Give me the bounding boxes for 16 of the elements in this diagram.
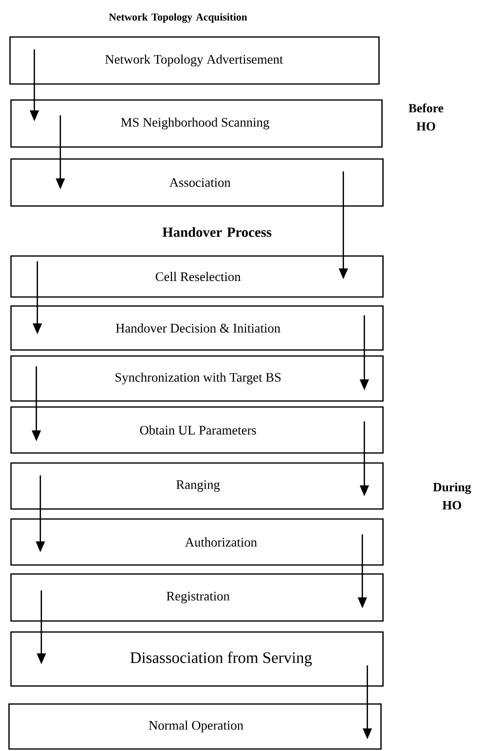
phase-label: During HO	[433, 482, 471, 510]
process-box: Disassociation from Serving	[10, 631, 384, 687]
process-box: MS Neighborhood Scanning	[10, 99, 383, 148]
phase-label: Before HO	[408, 103, 444, 131]
process-box: Cell Reselection	[10, 255, 384, 298]
process-box: Authorization	[10, 518, 384, 566]
process-box: Association	[10, 158, 384, 207]
process-box: Handover Decision & Initiation	[10, 305, 384, 351]
section-heading: Network Topology Acquisition	[108, 13, 248, 23]
process-box: Network Topology Advertisement	[9, 36, 380, 85]
process-box: Normal Operation	[8, 703, 382, 750]
process-box: Obtain UL Parameters	[10, 406, 384, 454]
process-box: Ranging	[10, 462, 384, 510]
process-box: Registration	[10, 573, 384, 622]
section-heading: Handover Process	[162, 227, 272, 237]
process-box: Synchronization with Target BS	[10, 355, 384, 402]
